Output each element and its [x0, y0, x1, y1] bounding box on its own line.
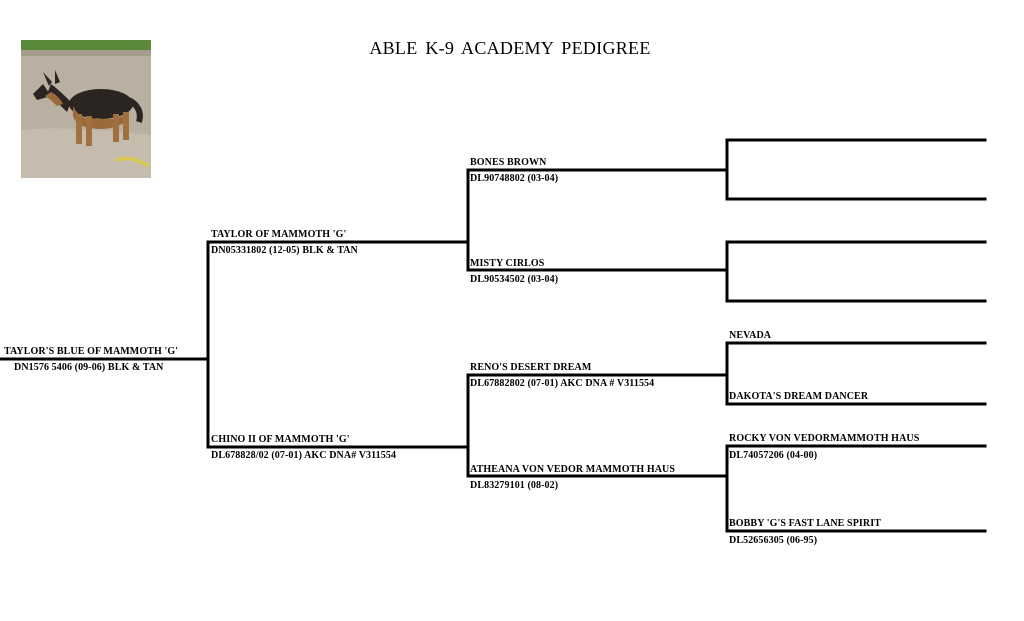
dog-photo	[21, 40, 151, 178]
sire-name: TAYLOR OF MAMMOTH 'G'	[211, 229, 347, 240]
gen4-dam-dam-dam-name: BOBBY 'G'S FAST LANE SPIRIT	[729, 518, 882, 529]
gen4-dam-dam-dam-registration: DL52656305 (06-95)	[729, 535, 818, 546]
gen4-dam-sire-dam-name: DAKOTA'S DREAM DANCER	[729, 391, 869, 402]
dam-name: CHINO II OF MAMMOTH 'G'	[211, 434, 350, 445]
gen4-dam-dam-sire-name: ROCKY VON VEDORMAMMOTH HAUS	[729, 433, 920, 444]
sire-dam-registration: DL90534502 (03-04)	[470, 274, 559, 285]
page-title: ABLE K-9 ACADEMY PEDIGREE	[369, 38, 651, 58]
sire-dam-name: MISTY CIRLOS	[470, 258, 545, 269]
sire-registration: DN05331802 (12-05) BLK & TAN	[211, 245, 358, 256]
dam-sire-registration: DL67882802 (07-01) AKC DNA # V311554	[470, 378, 655, 389]
dam-registration: DL678828/02 (07-01) AKC DNA# V311554	[211, 450, 397, 461]
german-shepherd-image	[21, 40, 151, 178]
gen4-dam-dam-sire-registration: DL74057206 (04-00)	[729, 450, 818, 461]
dog-name: TAYLOR'S BLUE OF MAMMOTH 'G'	[4, 346, 179, 357]
dog-registration: DN1576 5406 (09-06) BLK & TAN	[14, 362, 164, 373]
sire-sire-name: BONES BROWN	[470, 157, 547, 168]
sire-sire-registration: DL90748802 (03-04)	[470, 173, 559, 184]
dam-dam-name: ATHEANA VON VEDOR MAMMOTH HAUS	[470, 464, 676, 475]
dam-sire-name: RENO'S DESERT DREAM	[470, 362, 592, 373]
dam-dam-registration: DL83279101 (08-02)	[470, 480, 559, 491]
gen4-dam-sire-sire-name: NEVADA	[729, 330, 772, 341]
